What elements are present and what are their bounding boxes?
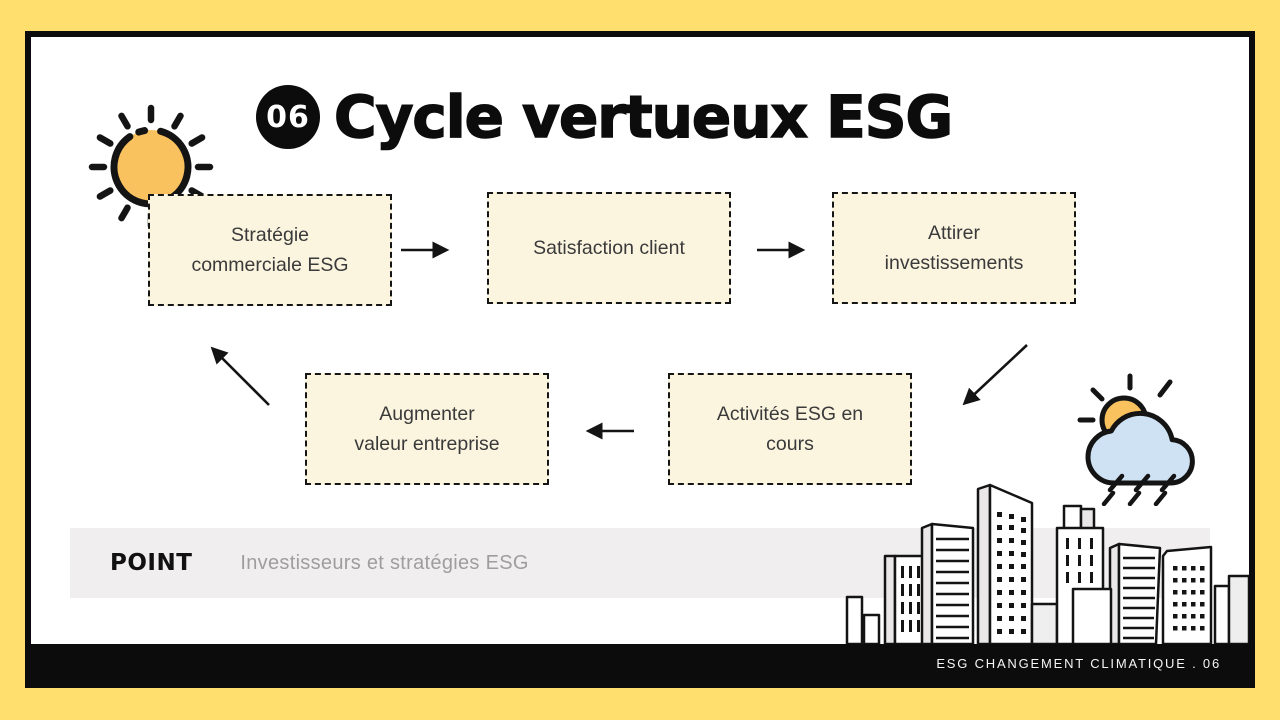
- cycle-box-activites-esg-en-cours: Activités ESG en cours: [668, 373, 912, 485]
- point-text: Investisseurs et stratégies ESG: [240, 551, 529, 574]
- cycle-box-label-line: Stratégie: [230, 224, 310, 246]
- arrow-down-left-icon: [962, 344, 1028, 406]
- cycle-box-label-line: Attirer: [927, 222, 980, 244]
- cycle-box-augmenter-valeur-entreprise: Augmenter valeur entreprise: [305, 373, 549, 485]
- slide-panel: 06 Cycle vertueux ESG Stratégie commerci…: [25, 31, 1255, 688]
- footer-text: ESG CHANGEMENT CLIMATIQUE . 06: [936, 655, 1221, 671]
- arrow-right-icon: [401, 241, 450, 259]
- slide-number-badge: 06: [256, 85, 320, 149]
- page-title: Cycle vertueux ESG: [333, 82, 954, 152]
- cycle-box-label-line: commerciale ESG: [191, 254, 349, 276]
- cycle-box-satisfaction-client: Satisfaction client: [487, 192, 731, 304]
- cycle-box-label-line: cours: [766, 433, 814, 455]
- point-label: POINT: [110, 550, 193, 576]
- sun-cloud-rain-icon: [1072, 368, 1207, 507]
- cycle-box-label-line: investissements: [884, 252, 1024, 274]
- city-skyline-illustration: [845, 476, 1251, 646]
- cycle-box-strategie-commerciale-esg: Stratégie commerciale ESG: [148, 194, 392, 306]
- arrow-up-left-icon: [210, 346, 270, 406]
- cycle-box-label-line: Activités ESG en: [716, 403, 864, 425]
- cycle-box-attirer-investissements: Attirer investissements: [832, 192, 1076, 304]
- cycle-box-label-line: Satisfaction client: [533, 237, 685, 259]
- footer-bar: ESG CHANGEMENT CLIMATIQUE . 06: [31, 644, 1249, 682]
- arrow-right-icon: [757, 241, 806, 259]
- slide-header: 06 Cycle vertueux ESG: [256, 82, 954, 152]
- arrow-left-icon: [585, 422, 634, 440]
- cycle-box-label-line: Augmenter: [379, 403, 475, 425]
- cycle-box-label-line: valeur entreprise: [354, 433, 500, 455]
